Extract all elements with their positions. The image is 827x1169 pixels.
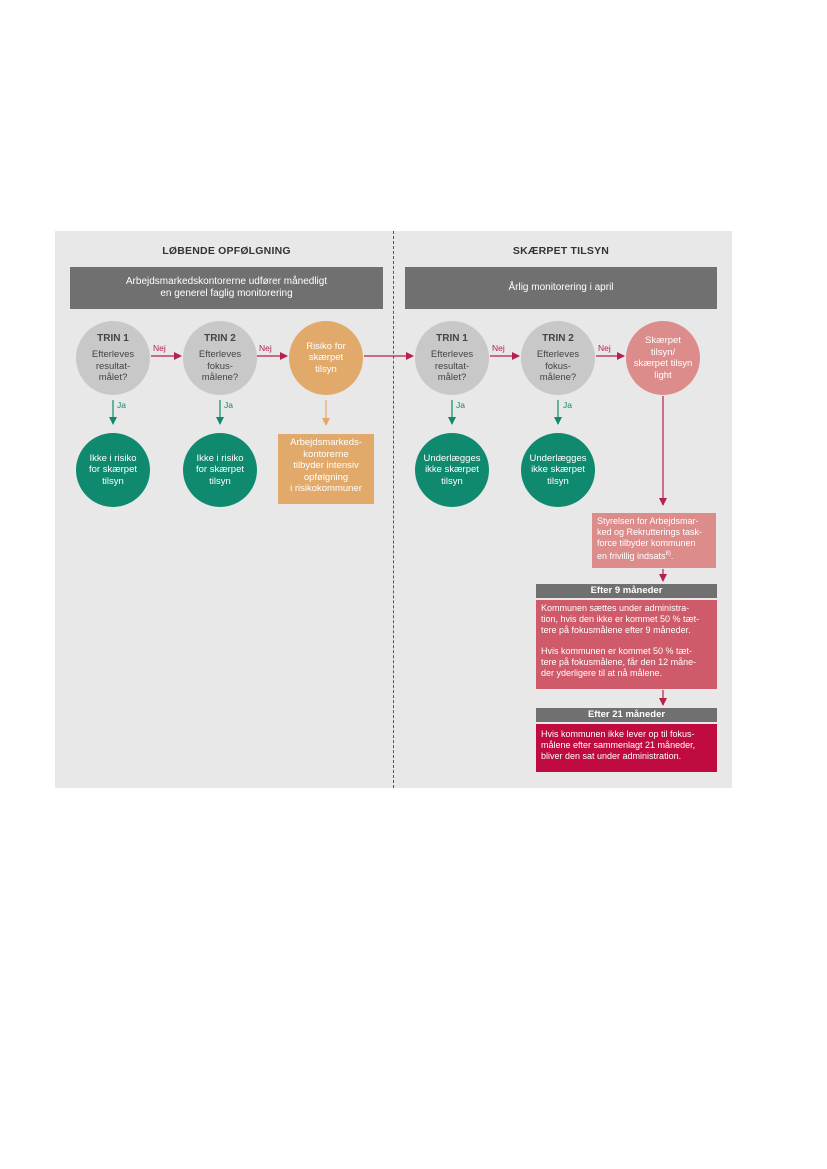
left-risk-text: Risiko for skærpet tilsyn xyxy=(306,340,346,375)
stage21-box: Hvis kommunen ikke lever op til fokus- m… xyxy=(536,724,717,772)
stage9-text-2: Hvis kommunen er kommet 50 % tæt- tere p… xyxy=(541,646,697,678)
right-outcome1-text: Underlægges ikke skærpet tilsyn xyxy=(423,452,481,487)
right-banner-text: Årlig monitorering i april xyxy=(508,282,614,293)
right-outcome2-text: Underlægges ikke skærpet tilsyn xyxy=(529,452,587,487)
left-ja-label-1: Ja xyxy=(117,400,126,410)
left-trin1-circle: TRIN 1 Efterleves resultat- målet? xyxy=(76,321,150,395)
right-banner: Årlig monitorering i april xyxy=(405,267,717,309)
left-risk-box: Arbejdsmarkeds- kontorerne tilbyder inte… xyxy=(278,434,374,504)
left-outcome1-text: Ikke i risiko for skærpet tilsyn xyxy=(88,452,138,487)
right-nej-label-1: Nej xyxy=(492,343,505,353)
right-trin1-question: Efterleves resultat- målet? xyxy=(430,349,474,383)
taskforce-footnote: 8) xyxy=(665,551,671,557)
left-risk-circle: Risiko for skærpet tilsyn xyxy=(289,321,363,395)
right-ja-label-2: Ja xyxy=(563,400,572,410)
right-trin2-circle: TRIN 2 Efterleves fokus- målene? xyxy=(521,321,595,395)
stage9-label-bar: Efter 9 måneder xyxy=(536,584,717,598)
left-outcome1-circle: Ikke i risiko for skærpet tilsyn xyxy=(76,433,150,507)
left-section-title: LØBENDE OPFØLGNING xyxy=(162,245,291,257)
stage9-text-1: Kommunen sættes under administra- tion, … xyxy=(541,603,700,635)
left-banner-text: Arbejdsmarkedskontorerne udfører månedli… xyxy=(125,276,328,299)
right-trin2-question: Efterleves fokus- målene? xyxy=(536,349,580,383)
right-outcome2-circle: Underlægges ikke skærpet tilsyn xyxy=(521,433,595,507)
right-nej-label-2: Nej xyxy=(598,343,611,353)
right-skaerpet-circle: Skærpet tilsyn/ skærpet tilsyn light xyxy=(626,321,700,395)
stage21-label-bar: Efter 21 måneder xyxy=(536,708,717,722)
left-risk-box-text: Arbejdsmarkeds- kontorerne tilbyder inte… xyxy=(290,437,362,494)
left-trin2-label: TRIN 2 xyxy=(204,332,236,344)
taskforce-text: Styrelsen for Arbejdsmar- ked og Rekrutt… xyxy=(597,516,703,561)
left-nej-label-2: Nej xyxy=(259,343,272,353)
stage21-text: Hvis kommunen ikke lever op til fokus- m… xyxy=(541,729,696,761)
right-ja-label-1: Ja xyxy=(456,400,465,410)
stage9-box: Kommunen sættes under administra- tion, … xyxy=(536,600,717,689)
right-outcome1-circle: Underlægges ikke skærpet tilsyn xyxy=(415,433,489,507)
taskforce-box: Styrelsen for Arbejdsmar- ked og Rekrutt… xyxy=(592,513,716,568)
left-ja-label-2: Ja xyxy=(224,400,233,410)
right-trin1-circle: TRIN 1 Efterleves resultat- målet? xyxy=(415,321,489,395)
right-trin2-label: TRIN 2 xyxy=(542,332,574,344)
left-trin1-label: TRIN 1 xyxy=(97,332,129,344)
right-section-title: SKÆRPET TILSYN xyxy=(512,245,610,257)
left-nej-label-1: Nej xyxy=(153,343,166,353)
right-trin1-label: TRIN 1 xyxy=(436,332,468,344)
left-banner: Arbejdsmarkedskontorerne udfører månedli… xyxy=(70,267,383,309)
left-trin2-question: Efterleves fokus- målene? xyxy=(198,349,242,383)
right-skaerpet-text: Skærpet tilsyn/ skærpet tilsyn light xyxy=(633,335,693,381)
left-outcome2-text: Ikke i risiko for skærpet tilsyn xyxy=(195,452,245,487)
left-trin1-question: Efterleves resultat- målet? xyxy=(91,349,135,383)
left-trin2-circle: TRIN 2 Efterleves fokus- målene? xyxy=(183,321,257,395)
section-divider xyxy=(393,231,394,788)
left-outcome2-circle: Ikke i risiko for skærpet tilsyn xyxy=(183,433,257,507)
